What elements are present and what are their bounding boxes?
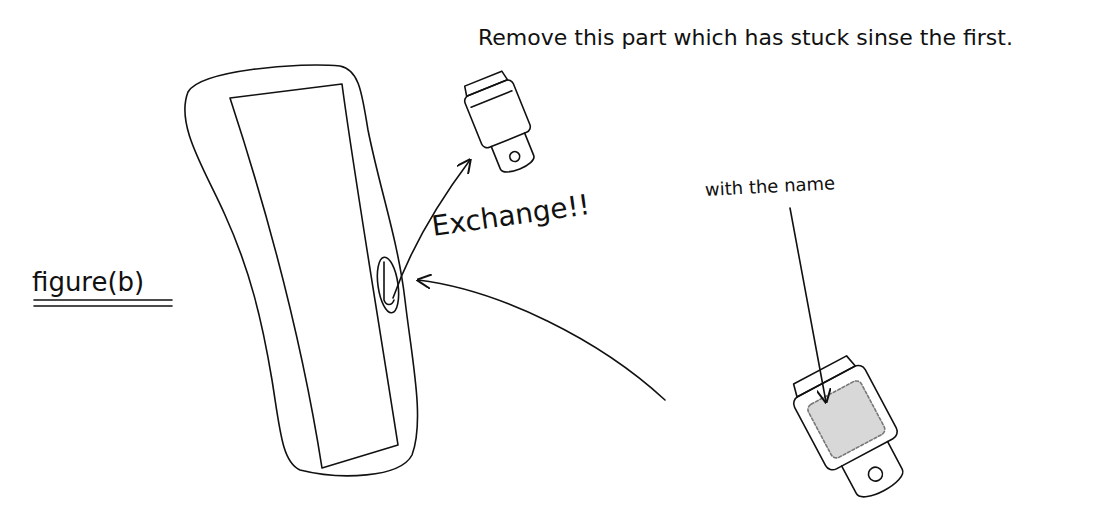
figure-label: figure(b) [32, 268, 144, 297]
new-clip [785, 351, 920, 509]
exchange-arrow [418, 280, 665, 400]
leader-arrow [790, 208, 826, 402]
note-text: Remove this part which has stuck sinse t… [478, 26, 1013, 50]
name-plate [806, 379, 887, 460]
underline [34, 299, 172, 301]
device-panel [230, 84, 398, 468]
callout-text: with the name [704, 173, 835, 200]
old-clip [459, 69, 544, 179]
exchange-text: Exchange!! [430, 190, 592, 243]
device-body [185, 65, 418, 476]
underline [34, 305, 172, 307]
